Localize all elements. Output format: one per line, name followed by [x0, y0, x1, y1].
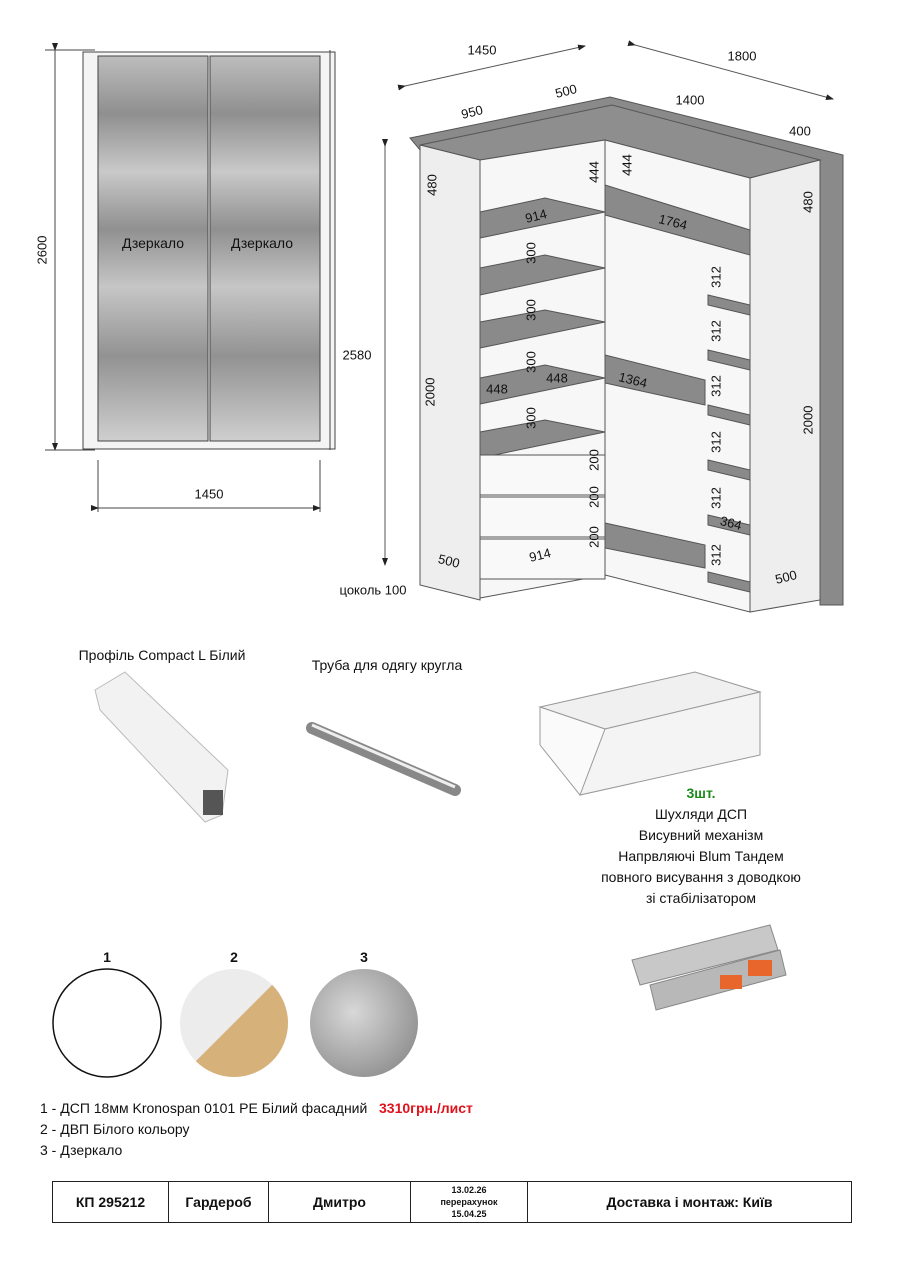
dim: 444 [619, 154, 635, 176]
profile-image [94, 671, 229, 823]
dates-cell: 13.02.26 перерахунок 15.04.25 [410, 1181, 528, 1223]
dim: 480 [800, 191, 816, 213]
legend-line-3: 3 - Дзеркало [40, 1142, 123, 1158]
dim: 312 [708, 266, 724, 288]
swatch-number: 2 [230, 949, 238, 965]
dim: 1800 [727, 48, 757, 64]
rod-label: Труба для одягу кругла [311, 657, 463, 673]
legend-material-1: 1 - ДСП 18мм Kronospan 0101 PE Білий фас… [40, 1100, 368, 1116]
dim: 312 [708, 375, 724, 397]
product-name: Гардероб [168, 1181, 269, 1223]
drawer-spec-line: Висувний механізм [638, 827, 764, 843]
inner-height-dim: 2580 [342, 347, 372, 363]
dim: 448 [546, 370, 568, 386]
swatch-number: 3 [360, 949, 368, 965]
front-width-dim: 1450 [194, 486, 224, 502]
dim: 200 [586, 526, 602, 548]
dim: 312 [708, 544, 724, 566]
dim: 300 [523, 242, 539, 264]
profile-label: Профіль Compact L Білий [78, 647, 246, 663]
plinth-label: цоколь 100 [339, 582, 407, 598]
recalc-note: перерахунок [440, 1197, 498, 1207]
dim: 1400 [675, 92, 705, 108]
dim: 480 [424, 174, 440, 196]
blum-runners-image [631, 924, 787, 1011]
material-swatches [52, 968, 418, 1078]
door-left-label: Дзеркало [121, 235, 185, 251]
iso-view [382, 40, 844, 613]
drawer-image [538, 671, 762, 796]
order-code: КП 295212 [52, 1181, 169, 1223]
swatch-number: 1 [103, 949, 111, 965]
dim: 200 [586, 486, 602, 508]
door-right-label: Дзеркало [230, 235, 294, 251]
date-2: 15.04.25 [451, 1209, 487, 1219]
dim: 312 [708, 431, 724, 453]
client-name: Дмитро [268, 1181, 411, 1223]
delivery-info: Доставка і монтаж: Київ [527, 1181, 852, 1223]
drawer-spec-line: Шухляди ДСП [654, 806, 748, 822]
legend-line-1: 1 - ДСП 18мм Kronospan 0101 PE Білий фас… [40, 1100, 473, 1116]
dim: 300 [523, 351, 539, 373]
rod-image [306, 722, 461, 796]
drawer-spec-line: повного висування з доводкою [601, 869, 801, 885]
dim: 1450 [467, 42, 497, 58]
dim: 400 [789, 123, 811, 139]
footer-table: КП 295212 Гардероб Дмитро 13.02.26 перера… [52, 1181, 852, 1223]
dim: 312 [708, 320, 724, 342]
drawer-spec-line: зі стабілізатором [645, 890, 756, 906]
drawer-spec-line: Напрвляючі Blum Тандем [618, 848, 784, 864]
dim: 448 [486, 381, 508, 397]
front-height-dim: 2600 [34, 235, 50, 265]
date-1: 13.02.26 [451, 1185, 487, 1195]
dim: 300 [523, 407, 539, 429]
legend-line-2: 2 - ДВП Білого кольору [40, 1121, 190, 1137]
dim: 300 [523, 299, 539, 321]
front-view [45, 43, 336, 512]
dim: 2000 [800, 405, 816, 435]
dim: 312 [708, 487, 724, 509]
dim: 2000 [422, 377, 438, 407]
drawer-qty: 3шт. [686, 785, 716, 801]
dim: 444 [586, 161, 602, 183]
dim: 200 [586, 449, 602, 471]
price: 3310грн./лист [379, 1100, 473, 1116]
